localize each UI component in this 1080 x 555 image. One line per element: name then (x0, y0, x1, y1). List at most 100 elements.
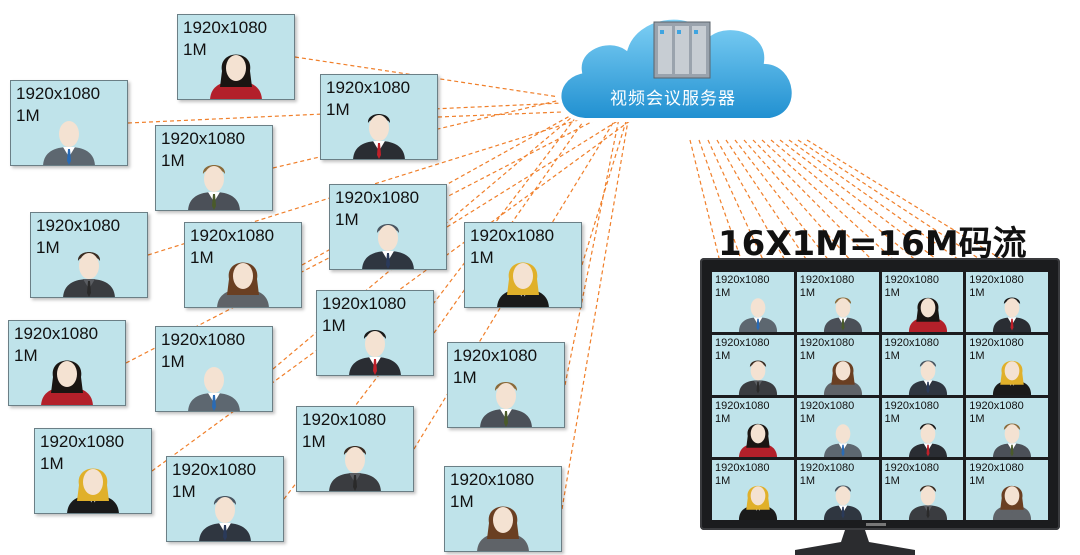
person-avatar-icon (906, 476, 950, 520)
resolution-label: 1920x1080 (969, 462, 1023, 474)
person-avatar-icon (906, 351, 950, 395)
resolution-label: 1920x1080 (885, 462, 939, 474)
person-avatar-icon (821, 476, 865, 520)
person-avatar-icon (990, 414, 1034, 458)
video-tile: 1920x1080 1M (712, 460, 794, 520)
resolution-label: 1920x1080 (715, 400, 769, 412)
resolution-label: 1920x1080 (453, 346, 537, 365)
resolution-label: 1920x1080 (715, 274, 769, 286)
video-tile: 1920x1080 1M (966, 272, 1048, 332)
tv-stand (785, 530, 925, 555)
participant-card: 1920x1080 1M (166, 456, 284, 542)
person-avatar-icon (349, 101, 409, 160)
resolution-label: 1920x1080 (161, 129, 245, 148)
person-avatar-icon (736, 351, 780, 395)
bitrate-label: 1M (335, 210, 359, 229)
video-tile: 1920x1080 1M (712, 398, 794, 458)
participant-card: 1920x1080 1M (464, 222, 582, 308)
bitrate-label: 1M (183, 40, 207, 59)
participant-card: 1920x1080 1M (320, 74, 438, 160)
person-avatar-icon (59, 239, 119, 298)
bitrate-label: 1M (800, 287, 815, 299)
resolution-label: 1920x1080 (322, 294, 406, 313)
resolution-label: 1920x1080 (969, 337, 1023, 349)
bitrate-label: 1M (190, 248, 214, 267)
person-avatar-icon (821, 351, 865, 395)
resolution-label: 1920x1080 (715, 462, 769, 474)
person-avatar-icon (184, 353, 244, 412)
connection-line (690, 140, 720, 262)
participant-card: 1920x1080 1M (444, 466, 562, 552)
bitrate-label: 1M (800, 475, 815, 487)
person-avatar-icon (990, 288, 1034, 332)
person-avatar-icon (906, 414, 950, 458)
bitrate-label: 1M (969, 475, 984, 487)
person-avatar-icon (184, 152, 244, 211)
participant-card: 1920x1080 1M (184, 222, 302, 308)
resolution-label: 1920x1080 (183, 18, 267, 37)
participant-card: 1920x1080 1M (10, 80, 128, 166)
bitrate-label: 1M (161, 151, 185, 170)
resolution-label: 1920x1080 (14, 324, 98, 343)
bitrate-label: 1M (715, 475, 730, 487)
bitrate-label: 1M (161, 352, 185, 371)
resolution-label: 1920x1080 (885, 337, 939, 349)
participant-card: 1920x1080 1M (177, 14, 295, 100)
person-avatar-icon (821, 288, 865, 332)
video-tile: 1920x1080 1M (797, 272, 879, 332)
person-avatar-icon (325, 433, 385, 492)
cloud-server: 视频会议服务器 (548, 0, 818, 142)
resolution-label: 1920x1080 (969, 400, 1023, 412)
video-tile: 1920x1080 1M (797, 398, 879, 458)
participant-card: 1920x1080 1M (329, 184, 447, 270)
bitrate-label: 1M (715, 350, 730, 362)
participant-card: 1920x1080 1M (296, 406, 414, 492)
person-avatar-icon (63, 455, 123, 514)
bitrate-label: 1M (16, 106, 40, 125)
resolution-label: 1920x1080 (885, 400, 939, 412)
resolution-label: 1920x1080 (800, 337, 854, 349)
person-avatar-icon (37, 347, 97, 406)
person-avatar-icon (990, 476, 1034, 520)
person-avatar-icon (990, 351, 1034, 395)
resolution-label: 1920x1080 (36, 216, 120, 235)
participant-card: 1920x1080 1M (30, 212, 148, 298)
participant-card: 1920x1080 1M (447, 342, 565, 428)
participant-card: 1920x1080 1M (155, 125, 273, 211)
person-avatar-icon (213, 249, 273, 308)
bitrate-label: 1M (885, 287, 900, 299)
person-avatar-icon (473, 493, 533, 552)
participant-card: 1920x1080 1M (316, 290, 434, 376)
participant-card: 1920x1080 1M (8, 320, 126, 406)
video-tile: 1920x1080 1M (882, 272, 964, 332)
video-tile: 1920x1080 1M (797, 335, 879, 395)
bitrate-label: 1M (800, 413, 815, 425)
video-tile: 1920x1080 1M (966, 460, 1048, 520)
bitrate-label: 1M (800, 350, 815, 362)
participant-card: 1920x1080 1M (34, 428, 152, 514)
person-avatar-icon (736, 476, 780, 520)
bitrate-label: 1M (885, 413, 900, 425)
resolution-label: 1920x1080 (885, 274, 939, 286)
resolution-label: 1920x1080 (800, 400, 854, 412)
video-tile: 1920x1080 1M (797, 460, 879, 520)
person-avatar-icon (39, 107, 99, 166)
bitrate-label: 1M (14, 346, 38, 365)
person-avatar-icon (821, 414, 865, 458)
resolution-label: 1920x1080 (800, 274, 854, 286)
person-avatar-icon (206, 41, 266, 100)
person-avatar-icon (345, 317, 405, 376)
resolution-label: 1920x1080 (450, 470, 534, 489)
bitrate-label: 1M (450, 492, 474, 511)
bitrate-label: 1M (302, 432, 326, 451)
bitrate-label: 1M (969, 287, 984, 299)
video-tile: 1920x1080 1M (882, 335, 964, 395)
bitrate-label: 1M (885, 350, 900, 362)
video-tile: 1920x1080 1M (966, 335, 1048, 395)
bitrate-label: 1M (969, 350, 984, 362)
resolution-label: 1920x1080 (161, 330, 245, 349)
person-avatar-icon (906, 288, 950, 332)
participant-card: 1920x1080 1M (155, 326, 273, 412)
bitrate-label: 1M (453, 368, 477, 387)
video-tile: 1920x1080 1M (882, 398, 964, 458)
